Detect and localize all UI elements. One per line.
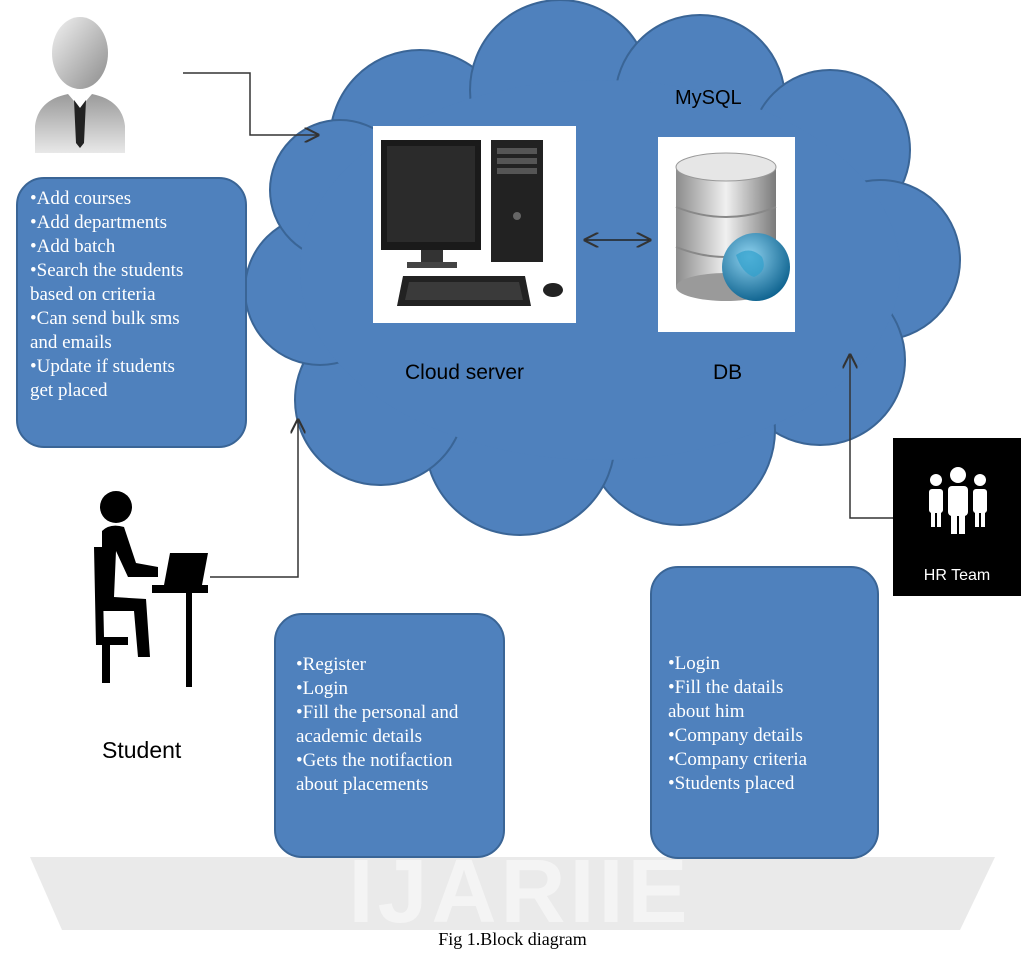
computer-icon [381,140,563,306]
admin-feature-item: based on criteria [30,284,156,305]
student-feature-item: about placements [296,774,429,795]
student-feature-item: •Register [296,654,366,675]
admin-feature-item: •Add departments [30,212,167,233]
figure-caption: Fig 1.Block diagram [438,929,587,949]
cloud-server-label: Cloud server [405,361,525,384]
hr-feature-item: •Company details [668,725,803,746]
admin-avatar-icon [35,17,125,153]
admin-feature-item: •Add courses [30,188,132,209]
student-label: Student [102,737,182,763]
student-feature-item: •Login [296,678,349,699]
database-image-frame [658,137,795,332]
hr-connector [850,355,893,519]
admin-feature-item: get placed [30,380,108,401]
hr-feature-item: •Fill the datails [668,677,784,698]
hr-feature-item: about him [668,701,745,722]
student-feature-item: academic details [296,726,423,747]
admin-connector [183,72,318,135]
admin-feature-item: and emails [30,332,112,353]
hr-features-box: •Login •Fill the datails about him •Comp… [650,566,879,859]
student-feature-item: •Fill the personal and [296,702,459,723]
student-feature-item: •Gets the notifaction [296,750,453,771]
db-engine-label: MySQL [675,87,742,109]
student-features-box: •Register •Login •Fill the personal and … [274,613,505,858]
admin-features-box: •Add courses •Add departments •Add batch… [16,177,247,448]
student-at-desk-icon [94,491,208,687]
admin-feature-item: •Update if students [30,356,175,377]
student-connector [210,420,298,578]
admin-feature-item: •Can send bulk sms [30,308,180,329]
hr-feature-item: •Company criteria [668,749,808,770]
watermark-band [30,857,995,930]
hr-team-label: HR Team [923,567,991,584]
hr-feature-item: •Students placed [668,773,795,794]
db-label: DB [713,361,743,384]
admin-feature-item: •Search the students [30,260,184,281]
database-icon [675,152,790,301]
watermark-text: IJARIIE [348,842,692,942]
hr-team-badge: HR Team [893,438,1021,596]
admin-feature-item: •Add batch [30,236,116,257]
server-image-frame [373,126,576,323]
hr-feature-item: •Login [668,653,721,674]
people-group-icon [929,467,987,534]
